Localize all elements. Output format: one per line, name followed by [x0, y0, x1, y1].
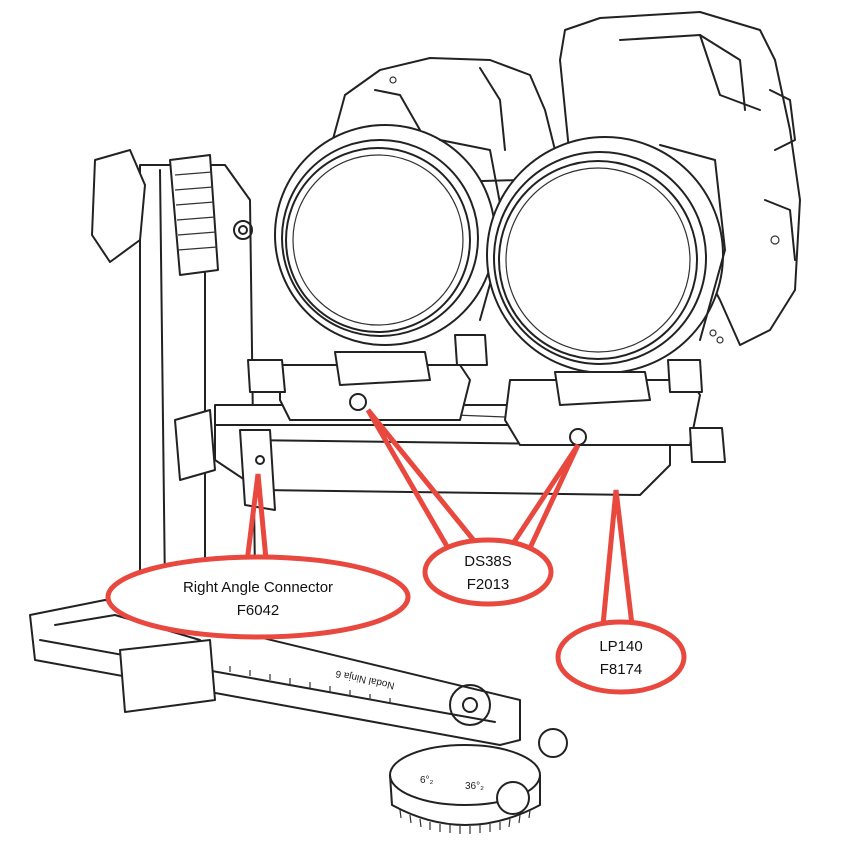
callouts: Right Angle Connector F6042 DS38S F2013 … [105, 408, 687, 695]
lower-rail: Nodal Ninja 6 [29, 599, 521, 746]
callout-right-angle-connector: Right Angle Connector F6042 [105, 473, 411, 640]
callout-code-right-angle-connector: F6042 [237, 602, 280, 619]
vertical-arm [91, 149, 256, 601]
rotator-base: 6°₂ 36°₂ [389, 728, 568, 834]
callout-label-ds38s: DS38S [464, 553, 512, 570]
right-lens [486, 136, 726, 374]
base-mark-2: 36°₂ [465, 781, 484, 792]
callout-ds38s: DS38S F2013 [365, 408, 581, 607]
leader-line-ds38s-2 [507, 443, 581, 551]
callout-bubble-ds38s [422, 537, 554, 607]
callout-bubble-right-angle-connector [105, 554, 411, 640]
base-mark-1: 6°₂ [420, 775, 434, 786]
callout-code-ds38s: F2013 [467, 576, 510, 593]
upper-rail [214, 334, 726, 511]
callout-code-lp140: F8174 [600, 661, 643, 678]
callout-label-right-angle-connector: Right Angle Connector [183, 579, 333, 596]
callout-lp140: LP140 F8174 [555, 489, 687, 695]
leader-line-right-angle-connector [243, 473, 270, 573]
leader-line-lp140 [600, 489, 635, 628]
left-lens [274, 124, 506, 346]
callout-bubble-lp140 [555, 619, 687, 695]
leader-line-ds38s-1 [365, 408, 483, 551]
equipment-line-art: Nodal Ninja 6 6°₂ 36°₂ [29, 11, 801, 834]
callout-label-lp140: LP140 [599, 638, 642, 655]
